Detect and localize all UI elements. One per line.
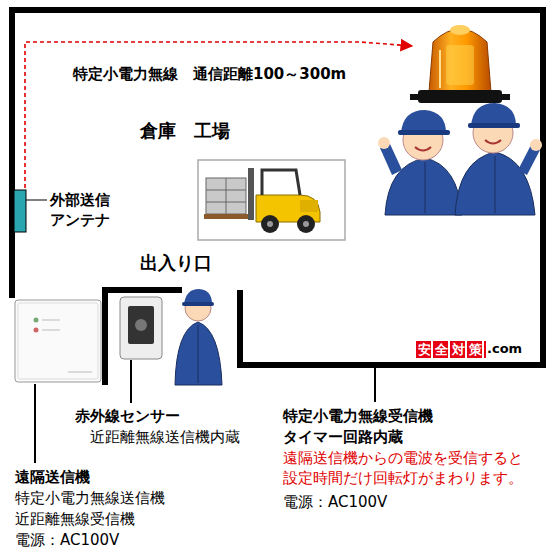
worker-part bbox=[184, 289, 212, 304]
callout-text-box: 近距離無線送信機内蔵 bbox=[90, 427, 240, 447]
remote-transmitter-part bbox=[68, 372, 92, 373]
infrared-sensor bbox=[120, 297, 162, 359]
forklift-part bbox=[198, 160, 345, 240]
forklift-part bbox=[297, 215, 315, 233]
callout-title-box: 赤外線センサー bbox=[75, 406, 180, 426]
forklift-part bbox=[204, 214, 250, 219]
workers-part bbox=[401, 110, 446, 133]
workers-part bbox=[425, 162, 426, 213]
forklift-part bbox=[248, 168, 254, 220]
radio-range-label-box: 特定小電力無線 通信距離100～300m bbox=[73, 64, 346, 84]
infrared-sensor-part bbox=[135, 319, 147, 331]
worker-part bbox=[175, 322, 222, 385]
power-spec-box: 電源：AC100V bbox=[15, 530, 119, 550]
remote-transmitter-part bbox=[15, 300, 101, 382]
callout-note-box: 遠隔送信機からの電波を受信すると 設定時間だけ回転灯がまわります。 bbox=[283, 448, 545, 488]
callout-title: 特定小電力無線受信機 bbox=[283, 407, 433, 425]
workers-part bbox=[378, 137, 390, 149]
antenna-label-box: 外部送信 アンテナ bbox=[50, 190, 130, 230]
rotating-lamp-part bbox=[500, 94, 510, 100]
forklift-part bbox=[300, 200, 318, 212]
remote-transmitter-part bbox=[34, 328, 39, 333]
infrared-sensor-part bbox=[120, 297, 162, 359]
forklift bbox=[198, 160, 345, 240]
antenna-part bbox=[26, 200, 47, 201]
rotating-lamp-part bbox=[439, 50, 441, 88]
forklift-part bbox=[262, 170, 300, 195]
watermark-logo: 安全対策 bbox=[416, 341, 486, 358]
remote-transmitter-part bbox=[42, 330, 60, 331]
rotating-lamp-part bbox=[450, 25, 470, 35]
callout-text-box: 近距離無線受信機 bbox=[15, 509, 135, 529]
building-wall-part bbox=[105, 290, 182, 385]
forklift-part bbox=[267, 221, 273, 227]
watermark-logo-box: 安全対策 bbox=[416, 339, 486, 358]
watermark-domain: .com bbox=[487, 341, 522, 356]
entrance-label-box: 出入り口 bbox=[140, 252, 212, 275]
forklift-part bbox=[226, 178, 227, 214]
callout-title: 遠隔送信機 bbox=[15, 468, 90, 486]
rotating-lamp-part bbox=[429, 29, 491, 92]
workers-part bbox=[468, 123, 520, 128]
remote-transmitter bbox=[15, 300, 101, 382]
building-wall bbox=[12, 10, 543, 385]
radio-range-label: 特定小電力無線 通信距離100～300m bbox=[73, 65, 346, 83]
callout-text-box: 特定小電力無線送信機 bbox=[15, 488, 165, 508]
callout-note: 遠隔送信機からの電波を受信すると 設定時間だけ回転灯がまわります。 bbox=[283, 449, 523, 487]
forklift-part bbox=[303, 221, 309, 227]
leader-line-part bbox=[130, 360, 132, 403]
power-spec-box: 電源：AC100V bbox=[283, 492, 387, 512]
watermark-domain-box: .com bbox=[487, 338, 522, 357]
callout-text: タイマー回路内蔵 bbox=[283, 428, 403, 446]
worker bbox=[175, 289, 222, 385]
callout-title-box: 特定小電力無線受信機 bbox=[283, 406, 433, 426]
remote-transmitter-part bbox=[34, 318, 39, 323]
workers-part bbox=[495, 156, 496, 213]
rotating-lamp-part bbox=[446, 45, 474, 85]
forklift-part bbox=[261, 215, 279, 233]
remote-transmitter-part bbox=[18, 303, 98, 379]
infrared-sensor-part bbox=[128, 306, 154, 344]
callout-text: 近距離無線受信機 bbox=[15, 510, 135, 528]
callout-text-box: タイマー回路内蔵 bbox=[283, 427, 403, 447]
callout-text: 特定小電力無線送信機 bbox=[15, 489, 165, 507]
worker-part bbox=[198, 325, 199, 383]
workers-part bbox=[398, 130, 450, 135]
leader-line-part bbox=[374, 366, 376, 402]
workers bbox=[378, 103, 542, 215]
workers-part bbox=[485, 140, 501, 144]
antenna-part bbox=[14, 190, 26, 232]
rotating-lamp-part bbox=[410, 94, 420, 100]
antenna bbox=[14, 190, 47, 232]
forklift-part bbox=[206, 178, 246, 214]
workers-part bbox=[471, 103, 516, 126]
rotating-lamp bbox=[410, 25, 510, 103]
worker-part bbox=[182, 302, 214, 306]
remote-transmitter-part bbox=[42, 320, 60, 321]
area-label: 倉庫 工場 bbox=[140, 120, 230, 141]
leader-line-part bbox=[34, 384, 36, 463]
rotating-lamp-part bbox=[418, 90, 502, 103]
workers-part bbox=[415, 147, 431, 151]
workers-part bbox=[530, 139, 542, 151]
power-spec: 電源：AC100V bbox=[283, 493, 387, 511]
power-spec: 電源：AC100V bbox=[15, 531, 119, 549]
antenna-label: 外部送信 アンテナ bbox=[50, 191, 110, 229]
callout-title: 赤外線センサー bbox=[75, 407, 180, 425]
entrance-label: 出入り口 bbox=[140, 252, 212, 273]
callout-title-box: 遠隔送信機 bbox=[15, 467, 90, 487]
callout-text: 近距離無線送信機内蔵 bbox=[90, 428, 240, 446]
area-label-box: 倉庫 工場 bbox=[140, 120, 230, 143]
